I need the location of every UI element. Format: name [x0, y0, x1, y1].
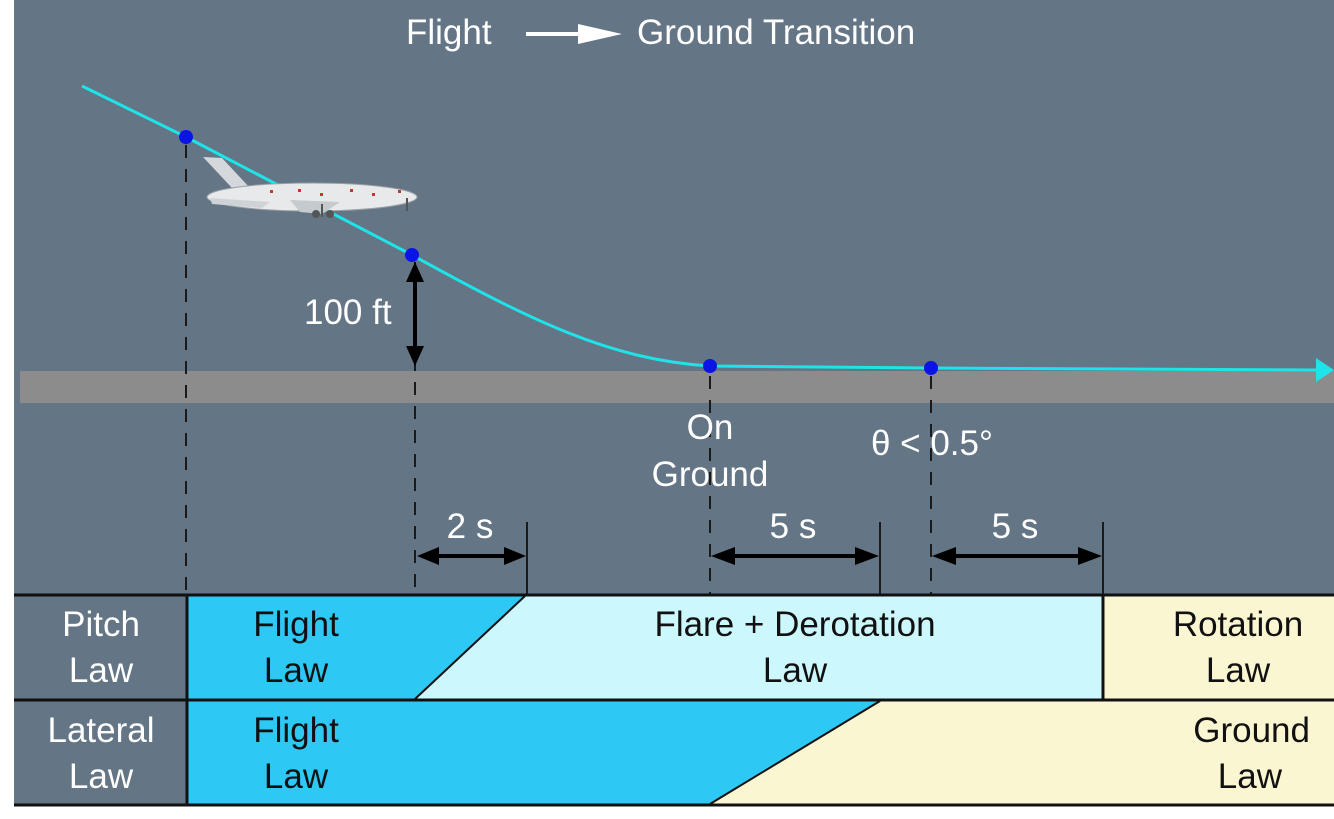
table-borders — [14, 593, 1334, 807]
altitude-arrow — [406, 262, 424, 366]
lateral-flight-law-line2: Law — [264, 757, 329, 796]
altitude-label: 100 ft — [304, 293, 392, 332]
pitch-row-label-line1: Pitch — [62, 605, 140, 644]
runway — [20, 371, 1334, 403]
timer-arrow-2s — [417, 547, 526, 565]
pitch-rotation-law-cell — [1103, 596, 1334, 699]
flare-law-line1: Flare + Derotation — [654, 605, 935, 644]
timer-2s-label: 2 s — [447, 507, 494, 546]
ground-law-line1: Ground — [1193, 711, 1310, 750]
timer-end-ticks — [526, 522, 1104, 596]
marker-on-ground — [703, 359, 717, 373]
on-ground-label-line2: Ground — [652, 455, 769, 494]
rotation-law-line2: Law — [1206, 651, 1271, 690]
on-ground-label-line1: On — [687, 408, 734, 447]
timer-arrow-5s-a — [711, 547, 879, 565]
lateral-row-label-line2: Law — [69, 757, 134, 796]
pitch-flare-law-cell — [415, 596, 1103, 699]
timer-arrows — [417, 547, 1102, 565]
ground-law-line2: Law — [1218, 757, 1283, 796]
pitch-row-label-line2: Law — [69, 651, 134, 690]
flare-law-line2: Law — [763, 651, 828, 690]
marker-start — [179, 130, 193, 144]
timer-5s-label-b: 5 s — [992, 507, 1039, 546]
pitch-flight-law-line1: Flight — [253, 605, 339, 644]
marker-theta — [924, 361, 938, 375]
flight-path — [81, 84, 1319, 372]
diagram-background — [14, 0, 1334, 598]
lateral-flight-law-cell — [187, 701, 880, 804]
right-arrow-icon — [526, 24, 622, 44]
pitch-flight-law-line2: Law — [264, 651, 329, 690]
lateral-flight-law-line1: Flight — [253, 711, 339, 750]
title-ground-transition: Ground Transition — [637, 13, 915, 52]
flight-path-arrowhead — [1316, 358, 1334, 382]
rotation-law-line1: Rotation — [1173, 605, 1303, 644]
theta-label: θ < 0.5° — [871, 424, 993, 463]
lateral-ground-law-cell — [710, 701, 1334, 804]
timer-arrow-5s-b — [932, 547, 1102, 565]
lateral-row-label-line1: Lateral — [47, 711, 154, 750]
timer-5s-label-a: 5 s — [770, 507, 817, 546]
title-flight: Flight — [406, 13, 492, 52]
airliner-icon — [203, 157, 418, 218]
pitch-flight-law-cell — [187, 596, 525, 699]
marker-100ft — [405, 248, 419, 262]
